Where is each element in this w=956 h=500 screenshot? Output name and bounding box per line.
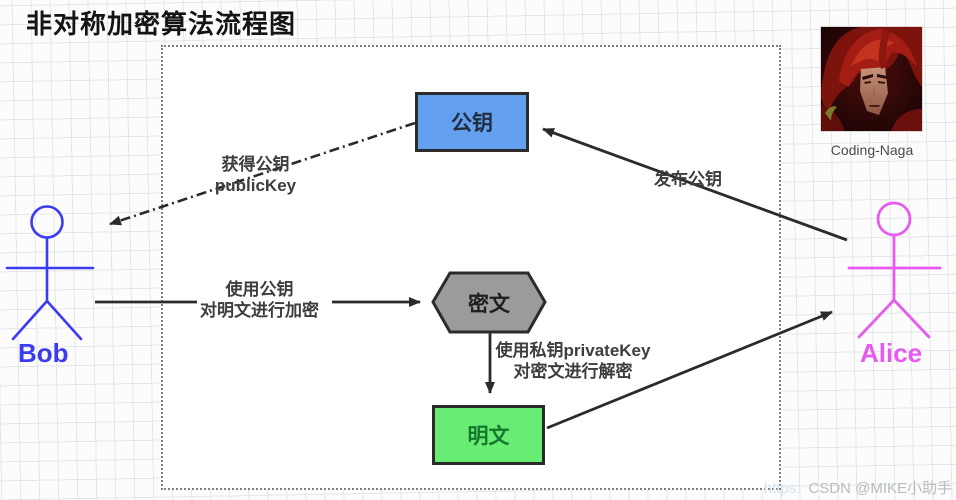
- diagram-title: 非对称加密算法流程图: [26, 9, 297, 39]
- avatar-artwork: [821, 27, 922, 131]
- label-obtain-line1: 获得公钥: [221, 155, 290, 174]
- watermark-text: CSDN @MIKE小助手: [808, 480, 952, 497]
- alice-stick-figure: [847, 201, 942, 339]
- watermark: https: CSDN @MIKE小助手: [764, 477, 952, 498]
- label-encrypt: 使用公钥 对明文进行加密: [172, 279, 347, 321]
- label-decrypt-line1: 使用私钥privateKey: [495, 341, 651, 360]
- cipher-hexagon-shape: [431, 271, 547, 334]
- node-plaintext-label: 明文: [467, 425, 510, 448]
- bob-stick-figure: [5, 205, 95, 341]
- label-encrypt-line1: 使用公钥: [225, 280, 294, 299]
- label-encrypt-line2: 对明文进行加密: [200, 301, 319, 320]
- node-public-key-label: 公钥: [451, 112, 493, 135]
- label-obtain-public-key: 获得公钥 publicKey: [178, 154, 333, 196]
- alice-label: Alice: [860, 338, 923, 368]
- bob-label: Bob: [18, 338, 69, 368]
- label-publish-public-key: 发布公钥: [654, 170, 722, 189]
- label-obtain-line2: publicKey: [214, 176, 297, 195]
- node-cipher: 密文: [431, 271, 547, 334]
- node-public-key: 公钥: [415, 92, 529, 152]
- node-plaintext: 明文: [432, 405, 545, 465]
- profile-avatar-image: [821, 27, 922, 131]
- label-decrypt: 使用私钥privateKey 对密文进行解密: [478, 340, 668, 382]
- profile-name: Coding-Naga: [830, 142, 914, 158]
- node-cipher-label: 密文: [468, 292, 510, 316]
- label-decrypt-line2: 对密文进行解密: [513, 362, 633, 381]
- watermark-url-prefix: https:: [763, 480, 801, 497]
